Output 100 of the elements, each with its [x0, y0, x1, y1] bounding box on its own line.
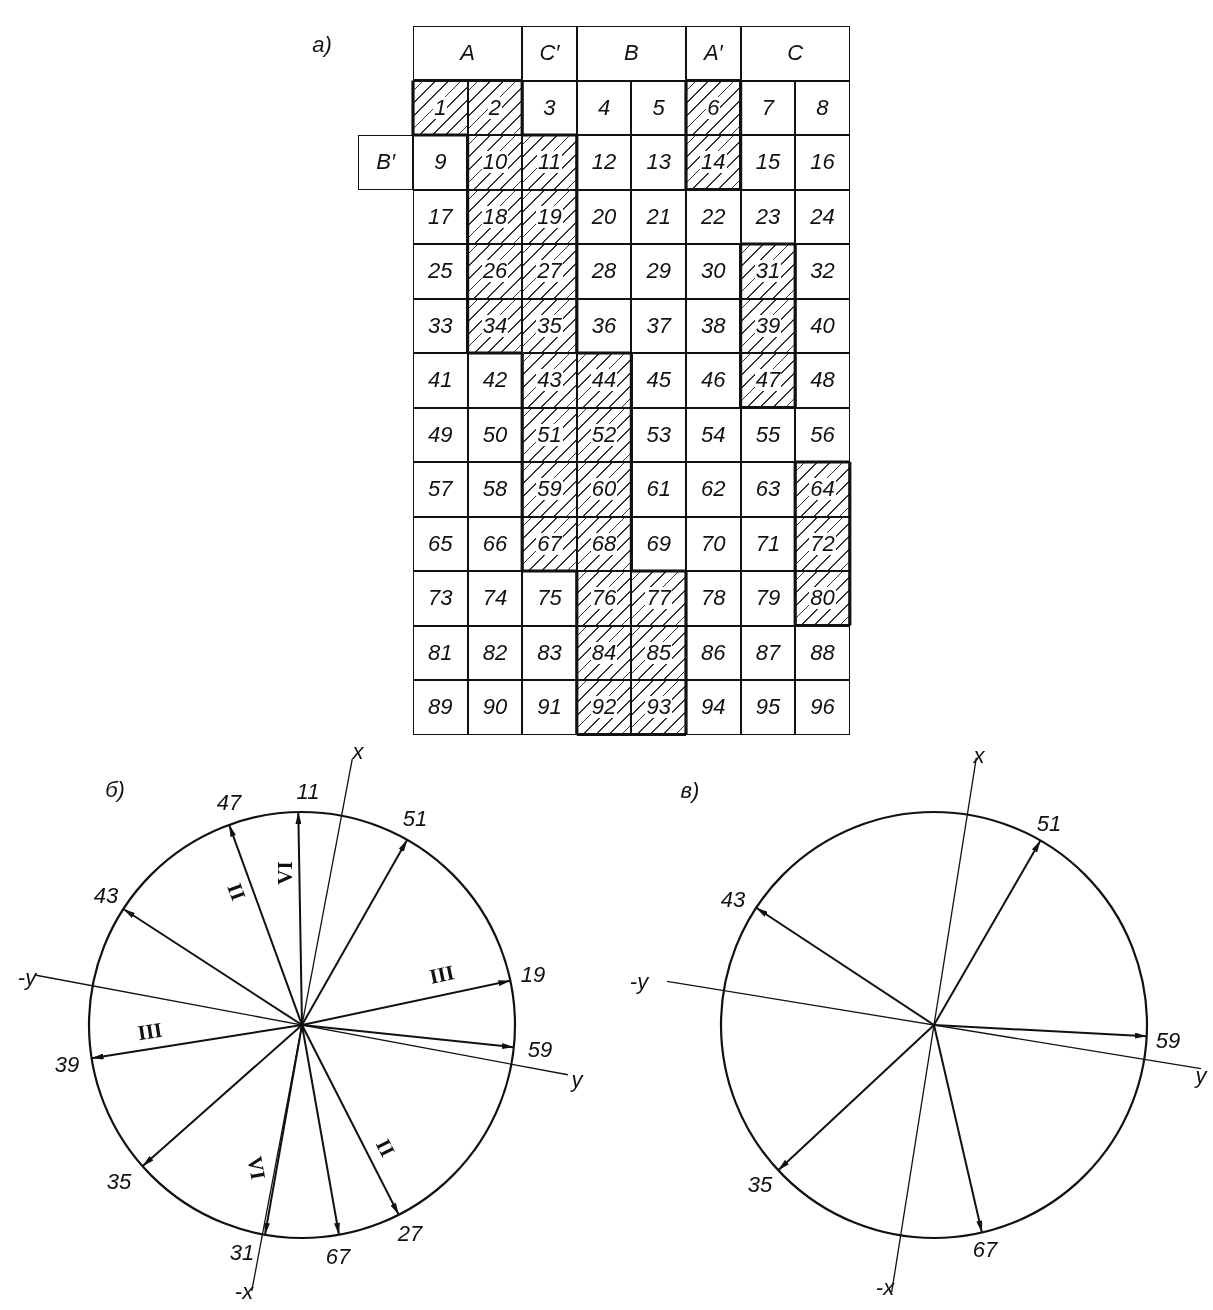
table-cell: 61 [631, 462, 686, 517]
table-cell: 73 [413, 571, 468, 626]
hatched-table-cell: 60 [576, 462, 632, 517]
vector-number: 47 [216, 792, 242, 814]
table-cell: B′ [358, 135, 413, 190]
roman-numeral: III [136, 1019, 164, 1045]
panel-label: б) [105, 779, 125, 801]
vector-number: 59 [1155, 1030, 1181, 1052]
table-cell: 38 [686, 298, 741, 353]
table-cell: C [740, 26, 850, 81]
table-cell: 46 [686, 353, 741, 408]
hatched-table-cell: 11 [522, 135, 577, 190]
table-cell: 55 [740, 407, 796, 462]
vector-number: 27 [397, 1223, 423, 1245]
table-cell: 33 [413, 298, 468, 353]
table-cell: 29 [631, 244, 686, 299]
hatched-table-cell: 51 [522, 407, 577, 462]
vector-number: 39 [54, 1054, 80, 1076]
table-cell: 16 [795, 135, 850, 190]
hatched-table-cell: 47 [740, 353, 796, 408]
roman-numeral: III [427, 962, 457, 988]
table-cell: 41 [413, 353, 468, 408]
hatched-table-cell: 84 [576, 625, 632, 680]
table-cell: 70 [686, 516, 741, 571]
table-cell: 89 [413, 680, 468, 735]
table-cell: 82 [467, 625, 523, 680]
axis-label: -y [17, 967, 37, 989]
table-cell: A′ [686, 26, 741, 81]
hatched-table-cell: 77 [631, 571, 686, 626]
table-cell: 13 [631, 135, 686, 190]
table-cell: 9 [413, 135, 468, 190]
vector-number: 31 [229, 1242, 255, 1264]
table-cell: 88 [795, 625, 850, 680]
axis-label: x [973, 745, 985, 767]
roman-numeral: VI [274, 861, 296, 885]
vector-number: 35 [106, 1171, 132, 1193]
table-cell: 81 [413, 625, 468, 680]
table-cell: 58 [467, 462, 523, 517]
axis-label: y [1195, 1065, 1207, 1087]
hatched-table-cell: 76 [576, 571, 632, 626]
table-cell: 45 [631, 353, 686, 408]
table-cell: 78 [686, 571, 741, 626]
panel-label: в) [680, 780, 700, 802]
table-cell: 83 [522, 625, 577, 680]
vector-number: 51 [1036, 813, 1062, 835]
vector-number: 43 [93, 885, 119, 907]
table-cell: 17 [413, 189, 468, 244]
table-cell: 32 [795, 244, 850, 299]
vector-number: 59 [527, 1039, 553, 1061]
table-cell: 49 [413, 407, 468, 462]
hatched-table-cell: 93 [631, 680, 686, 735]
table-cell: 24 [795, 189, 850, 244]
axis-label: -x [234, 1281, 254, 1303]
vector-number: 11 [296, 781, 320, 803]
table-cell: 25 [413, 244, 468, 299]
panel-label: а) [312, 34, 332, 56]
hatched-table-cell: 27 [522, 244, 577, 299]
hatched-table-cell: 72 [795, 516, 850, 571]
axis-label: x [352, 741, 364, 763]
hatched-table-cell: 19 [522, 189, 577, 244]
table-cell: 7 [740, 80, 796, 135]
table-cell: 20 [576, 189, 632, 244]
hatched-table-cell: 85 [631, 625, 686, 680]
table-cell: 15 [740, 135, 796, 190]
roman-numeral: II [371, 1135, 399, 1161]
axis-label: -x [875, 1277, 895, 1299]
table-cell: 48 [795, 353, 850, 408]
table-cell: 86 [686, 625, 741, 680]
table-cell: 21 [631, 189, 686, 244]
vector-number: 67 [325, 1246, 351, 1268]
table-cell: 74 [467, 571, 523, 626]
vector-number: 35 [747, 1174, 773, 1196]
vector-number: 43 [720, 889, 746, 911]
hatched-table-cell: 64 [795, 462, 850, 517]
roman-numeral: VI [243, 1154, 269, 1182]
table-cell: 96 [795, 680, 850, 735]
table-cell: 91 [522, 680, 577, 735]
hatched-table-cell: 18 [467, 189, 523, 244]
table-cell: B [576, 26, 686, 81]
table-cell: 8 [795, 80, 850, 135]
table-cell: C′ [522, 26, 577, 81]
table-cell: 4 [576, 80, 632, 135]
vector-number: 67 [972, 1239, 998, 1261]
hatched-table-cell: 10 [467, 135, 523, 190]
table-cell: 5 [631, 80, 686, 135]
hatched-table-cell: 6 [686, 80, 741, 135]
vector-number: 51 [402, 808, 428, 830]
vector-number: 19 [520, 964, 546, 986]
table-cell: 28 [576, 244, 632, 299]
table-cell: 40 [795, 298, 850, 353]
table-cell: 79 [740, 571, 796, 626]
table-cell: A [413, 26, 523, 81]
table-cell: 87 [740, 625, 796, 680]
table-cell: 75 [522, 571, 577, 626]
table-cell: 12 [576, 135, 632, 190]
roman-numeral: II [223, 880, 249, 904]
hatched-table-cell: 14 [686, 135, 741, 190]
axis-label: y [571, 1069, 583, 1091]
table-cell: 95 [740, 680, 796, 735]
hatched-table-cell: 59 [522, 462, 577, 517]
